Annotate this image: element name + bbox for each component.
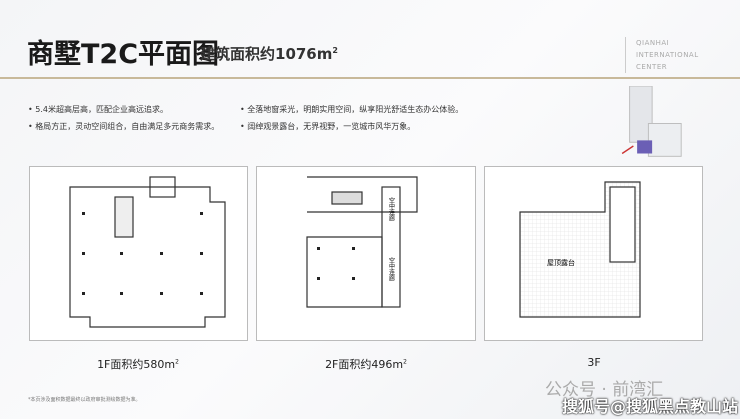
divider — [0, 77, 740, 79]
bullet: • 全落地窗采光，明朗实用空间，纵享阳光舒适生态办公体验。 — [240, 105, 464, 114]
watermark-wechat: 公众号 · 前湾汇 — [545, 380, 664, 400]
brand-line: QIANHAI — [636, 39, 670, 47]
area-sup: 2 — [332, 46, 338, 55]
floor-plan-3f: 屋顶露台 — [519, 181, 641, 318]
bullet: • 格局方正，灵动空间组合，自由满足多元商务需求。 — [28, 122, 220, 131]
floor-plan-2f: 空中连廊 空中连廊 — [306, 176, 418, 308]
caption-text: 1F面积约580m — [97, 358, 176, 371]
bullets-right: • 全落地窗采光，明朗实用空间，纵享阳光舒适生态办公体验。 • 阔绰观景露台，无界… — [240, 101, 463, 135]
area-text: 建筑面积约1076m — [200, 45, 333, 63]
caption-text: 2F面积约496m — [325, 358, 404, 371]
bullets-left: • 5.4米超高层高，匹配企业高远追求。 • 格局方正，灵动空间组合，自由满足多元… — [28, 101, 219, 135]
plan-label: 空中连廊 — [388, 256, 395, 282]
plan-2f: 空中连廊 空中连廊 — [256, 166, 476, 341]
brand-logo: QIANHAI INTERNATIONAL CENTER — [625, 37, 699, 73]
caption-text: 3F — [587, 356, 601, 369]
bullet: • 阔绰观景露台，无界视野，一览城市风华万象。 — [240, 122, 416, 131]
caption-1f: 1F面积约580m2 — [38, 356, 238, 372]
building-area: 建筑面积约1076m2 — [200, 43, 338, 64]
plan-3f: 屋顶露台 — [484, 166, 703, 341]
brand-line: CENTER — [636, 63, 668, 71]
building-thumbnail — [621, 86, 682, 157]
brand-line: INTERNATIONAL — [636, 51, 699, 59]
bullet: • 5.4米超高层高，匹配企业高远追求。 — [28, 105, 168, 114]
caption-sup: 2 — [175, 358, 179, 366]
plan-label: 空中连廊 — [388, 196, 395, 222]
caption-sup: 2 — [403, 358, 407, 366]
caption-2f: 2F面积约496m2 — [266, 356, 466, 372]
watermark-sohu: 搜狐号@搜狐黑点教山站 — [562, 397, 739, 416]
plan-label: 屋顶露台 — [547, 258, 575, 267]
plan-1f — [29, 166, 248, 341]
footnote: *本页涉及面积数据最终以政府审批测绘数据为准。 — [28, 397, 141, 403]
caption-3f: 3F — [494, 356, 694, 369]
page-title: 商墅T2C平面图 — [27, 39, 220, 70]
floor-plan-1f — [69, 176, 226, 328]
